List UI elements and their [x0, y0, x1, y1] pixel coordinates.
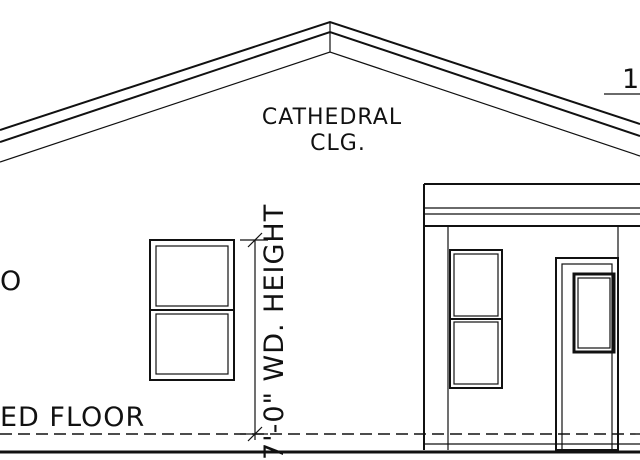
floor-lines [0, 433, 640, 454]
floor-label: ED FLOOR [0, 402, 145, 433]
window-height-label: 7'-0" WD. HEIGHT [259, 204, 290, 460]
entry-door [555, 257, 619, 451]
right-window [449, 249, 503, 389]
left-window [149, 239, 235, 381]
ceiling-label-line1: CATHEDRAL [262, 105, 402, 130]
top-right-cut-label: 1 [622, 64, 640, 95]
porch-structure [423, 183, 640, 450]
left-cut-label: O [0, 266, 22, 297]
roof-gable [0, 20, 640, 163]
ceiling-label-line2: CLG. [310, 131, 366, 156]
